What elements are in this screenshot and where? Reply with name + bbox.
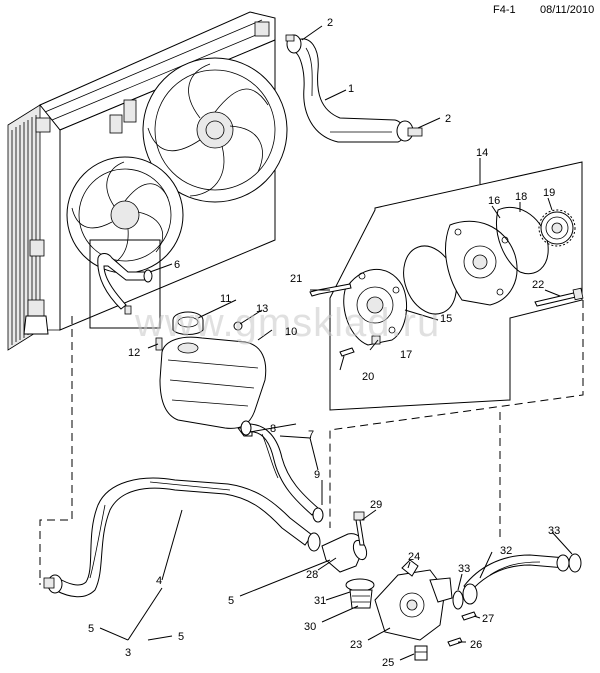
connection-dashed-lines — [39, 300, 584, 585]
callout-26: 26 — [470, 639, 482, 651]
diagram-date: 08/11/2010 — [540, 4, 595, 16]
lower-radiator-hose — [43, 477, 321, 598]
callout-27: 27 — [482, 613, 494, 625]
callout-15: 15 — [440, 313, 452, 325]
thermostat-housing-assembly — [321, 511, 582, 661]
callout-33-left: 33 — [458, 563, 470, 575]
callout-2-bottom: 2 — [445, 113, 451, 125]
callout-7: 7 — [308, 429, 314, 441]
coolant-surge-tank — [155, 311, 267, 437]
heater-outlet-hose — [462, 554, 570, 605]
callout-11: 11 — [220, 293, 231, 305]
diagram-code: F4-1 — [493, 4, 516, 16]
callout-21: 21 — [290, 273, 302, 285]
callout-17: 17 — [400, 349, 412, 361]
callout-33-right: 33 — [548, 525, 560, 537]
callout-5-left: 5 — [88, 623, 94, 635]
radiator-fan-assembly — [7, 11, 288, 351]
callout-2-top: 2 — [327, 17, 333, 29]
callout-10: 10 — [285, 326, 297, 338]
callout-18: 18 — [515, 191, 527, 203]
callout-30: 30 — [304, 621, 316, 633]
watermark-text: www.gmsklad.ru — [134, 301, 440, 345]
callout-5-middle: 5 — [228, 595, 234, 607]
callout-3: 3 — [125, 647, 131, 659]
callout-32: 32 — [500, 545, 512, 557]
callout-4: 4 — [156, 575, 162, 587]
callout-13: 13 — [256, 303, 268, 315]
callout-22: 22 — [532, 279, 544, 291]
callout-28: 28 — [306, 569, 318, 581]
surge-tank-outlet-hose — [240, 420, 324, 523]
callout-6: 6 — [174, 259, 180, 271]
leader-lines — [99, 25, 573, 661]
callout-29: 29 — [370, 499, 382, 511]
callout-14: 14 — [476, 147, 488, 159]
callout-9: 9 — [314, 469, 320, 481]
bypass-hose-callout-box — [89, 239, 161, 329]
callout-24: 24 — [408, 551, 420, 563]
callout-8: 8 — [270, 423, 276, 435]
water-pump-callout-box — [309, 161, 584, 411]
callout-12: 12 — [128, 347, 140, 359]
callout-19: 19 — [543, 187, 555, 199]
callout-labels: 2 1 2 14 16 18 19 6 21 22 11 13 15 10 12… — [88, 17, 560, 669]
callout-1: 1 — [348, 83, 354, 95]
callout-5-right: 5 — [178, 631, 184, 643]
upper-radiator-hose — [285, 34, 423, 143]
callout-25: 25 — [382, 657, 394, 669]
callout-31: 31 — [314, 595, 326, 607]
callout-16: 16 — [488, 195, 500, 207]
callout-20: 20 — [362, 371, 374, 383]
callout-23: 23 — [350, 639, 362, 651]
